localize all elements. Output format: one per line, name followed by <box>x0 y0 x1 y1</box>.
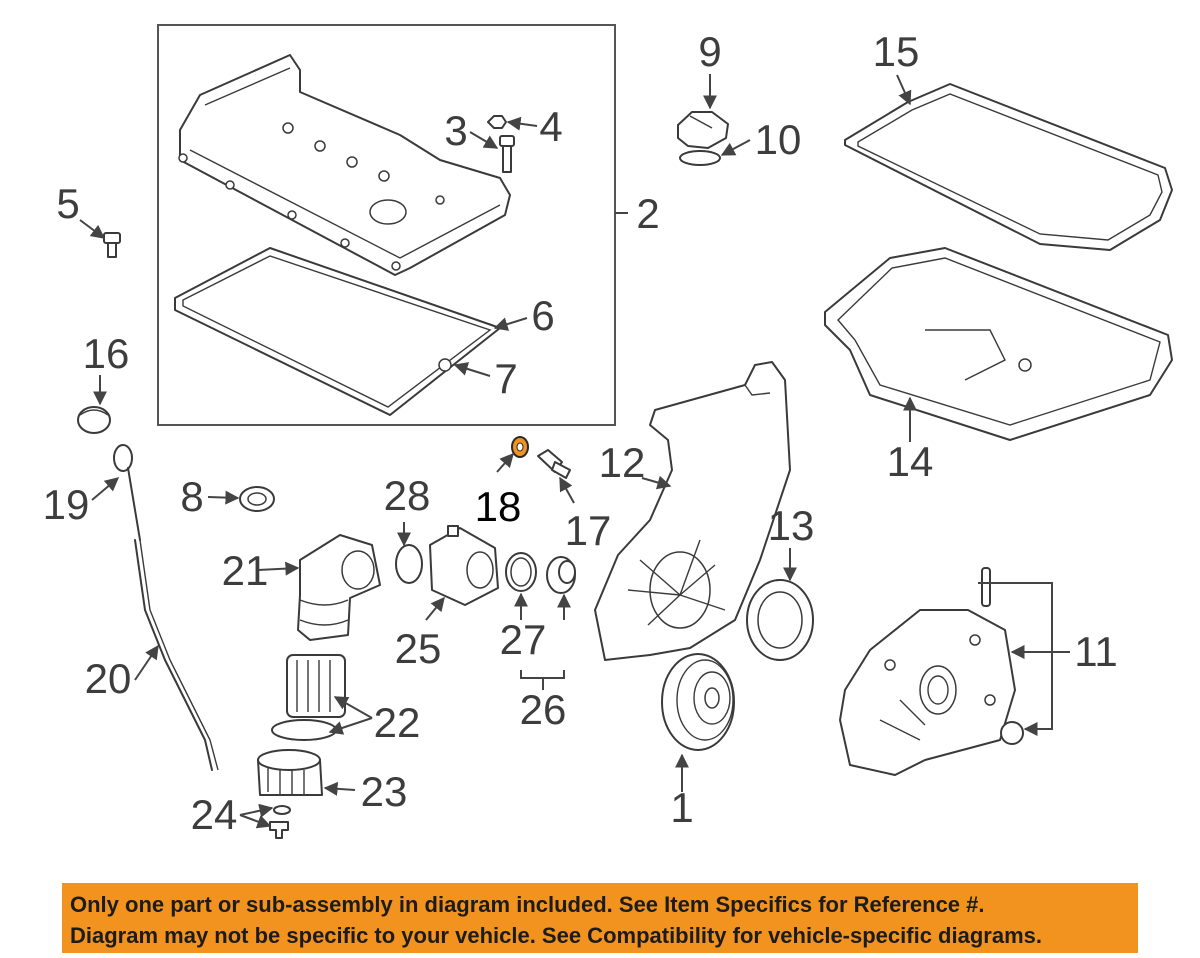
crankshaft-pulley <box>661 653 735 751</box>
callout-15: 15 <box>873 28 920 75</box>
assembly-frame <box>157 24 616 426</box>
callout-11: 11 <box>1074 628 1118 675</box>
cover-bolt <box>499 135 515 173</box>
callout-7: 7 <box>494 355 517 402</box>
oil-cooler <box>429 525 499 606</box>
oil-filter-cap <box>257 749 323 796</box>
sealing-plug <box>77 406 111 434</box>
leader-lines <box>79 74 1070 829</box>
timing-cover <box>594 361 791 661</box>
parts-diagram: 1 2 3 4 5 6 7 8 9 10 11 12 13 14 15 16 1… <box>43 24 1173 839</box>
callout-1: 1 <box>670 784 693 831</box>
callout-17: 17 <box>565 507 612 554</box>
callout-5: 5 <box>56 180 79 227</box>
disclaimer-line-1: Only one part or sub-assembly in diagram… <box>70 892 985 917</box>
cover-nut <box>487 115 507 129</box>
highlighted-seal <box>511 436 529 458</box>
callout-14: 14 <box>887 438 934 485</box>
oil-pan-gasket <box>844 83 1173 251</box>
callout-21: 21 <box>222 547 269 594</box>
oil-pump-housing <box>839 567 1024 776</box>
callout-22: 22 <box>374 699 421 746</box>
callout-27: 27 <box>500 616 547 663</box>
callout-6: 6 <box>531 292 554 339</box>
callout-12: 12 <box>599 439 646 486</box>
callout-3: 3 <box>444 107 467 154</box>
callout-8: 8 <box>180 473 203 520</box>
mounting-bolt <box>103 232 121 258</box>
callout-18: 18 <box>475 483 522 530</box>
callout-9: 9 <box>698 28 721 75</box>
drain-plug <box>269 805 291 839</box>
callout-10: 10 <box>755 116 802 163</box>
callout-19: 19 <box>43 481 90 528</box>
callout-23: 23 <box>361 768 408 815</box>
oil-filler-cap <box>677 111 729 166</box>
oil-filter-housing <box>297 534 381 641</box>
callout-2: 2 <box>636 190 659 237</box>
cooler-cap <box>546 556 576 594</box>
callout-numbers: 1 2 3 4 5 6 7 8 9 10 11 12 13 14 15 16 1… <box>43 28 1118 838</box>
callout-26: 26 <box>520 686 567 733</box>
shaft-seal <box>239 486 275 512</box>
cooler-seal <box>505 552 537 592</box>
valve-cover <box>178 54 511 276</box>
callout-28: 28 <box>384 472 431 519</box>
oil-dipstick <box>113 444 141 541</box>
callout-25: 25 <box>395 625 442 672</box>
dipstick-tube <box>134 539 219 771</box>
callout-24: 24 <box>191 791 238 838</box>
disclaimer-banner: Only one part or sub-assembly in diagram… <box>62 883 1138 953</box>
oil-pressure-sensor <box>537 449 571 479</box>
callout-20: 20 <box>85 655 132 702</box>
callout-4: 4 <box>539 103 562 150</box>
crankshaft-seal <box>746 579 814 661</box>
oil-filter <box>271 654 346 741</box>
oil-pan <box>824 247 1173 441</box>
o-ring-seal <box>395 544 423 584</box>
callout-16: 16 <box>83 330 130 377</box>
valve-cover-gasket <box>174 247 501 416</box>
disclaimer-line-2: Diagram may not be specific to your vehi… <box>70 923 1042 948</box>
callout-13: 13 <box>768 502 815 549</box>
